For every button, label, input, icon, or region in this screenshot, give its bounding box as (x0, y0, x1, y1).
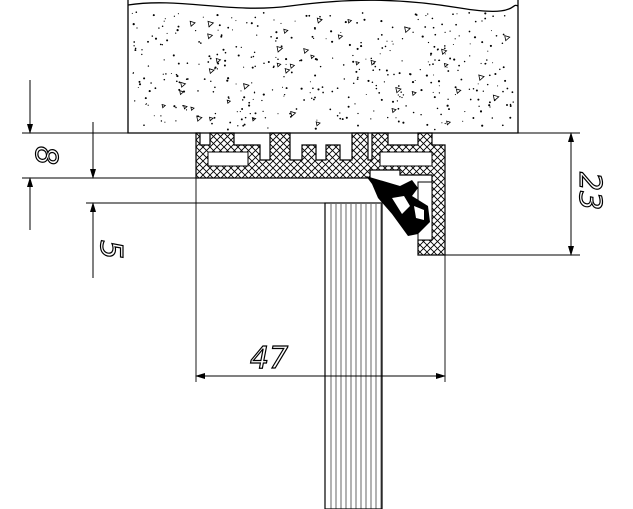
dimension-23-label: 23 (572, 172, 607, 210)
dimension-47-label: 47 (250, 341, 288, 376)
dimension-5: 5 (90, 122, 129, 278)
concrete-speckles (131, 11, 514, 131)
dimension-8-label: 8 (28, 146, 63, 165)
dimension-47: 47 (195, 340, 446, 379)
concrete-slab (127, 0, 519, 134)
dimension-23: 23 (568, 132, 608, 256)
glass-panel (324, 202, 383, 509)
dimension-5-label: 5 (93, 240, 128, 259)
rubber-seal (366, 176, 430, 236)
dimension-8: 8 (27, 80, 64, 230)
extension-lines (22, 177, 580, 382)
